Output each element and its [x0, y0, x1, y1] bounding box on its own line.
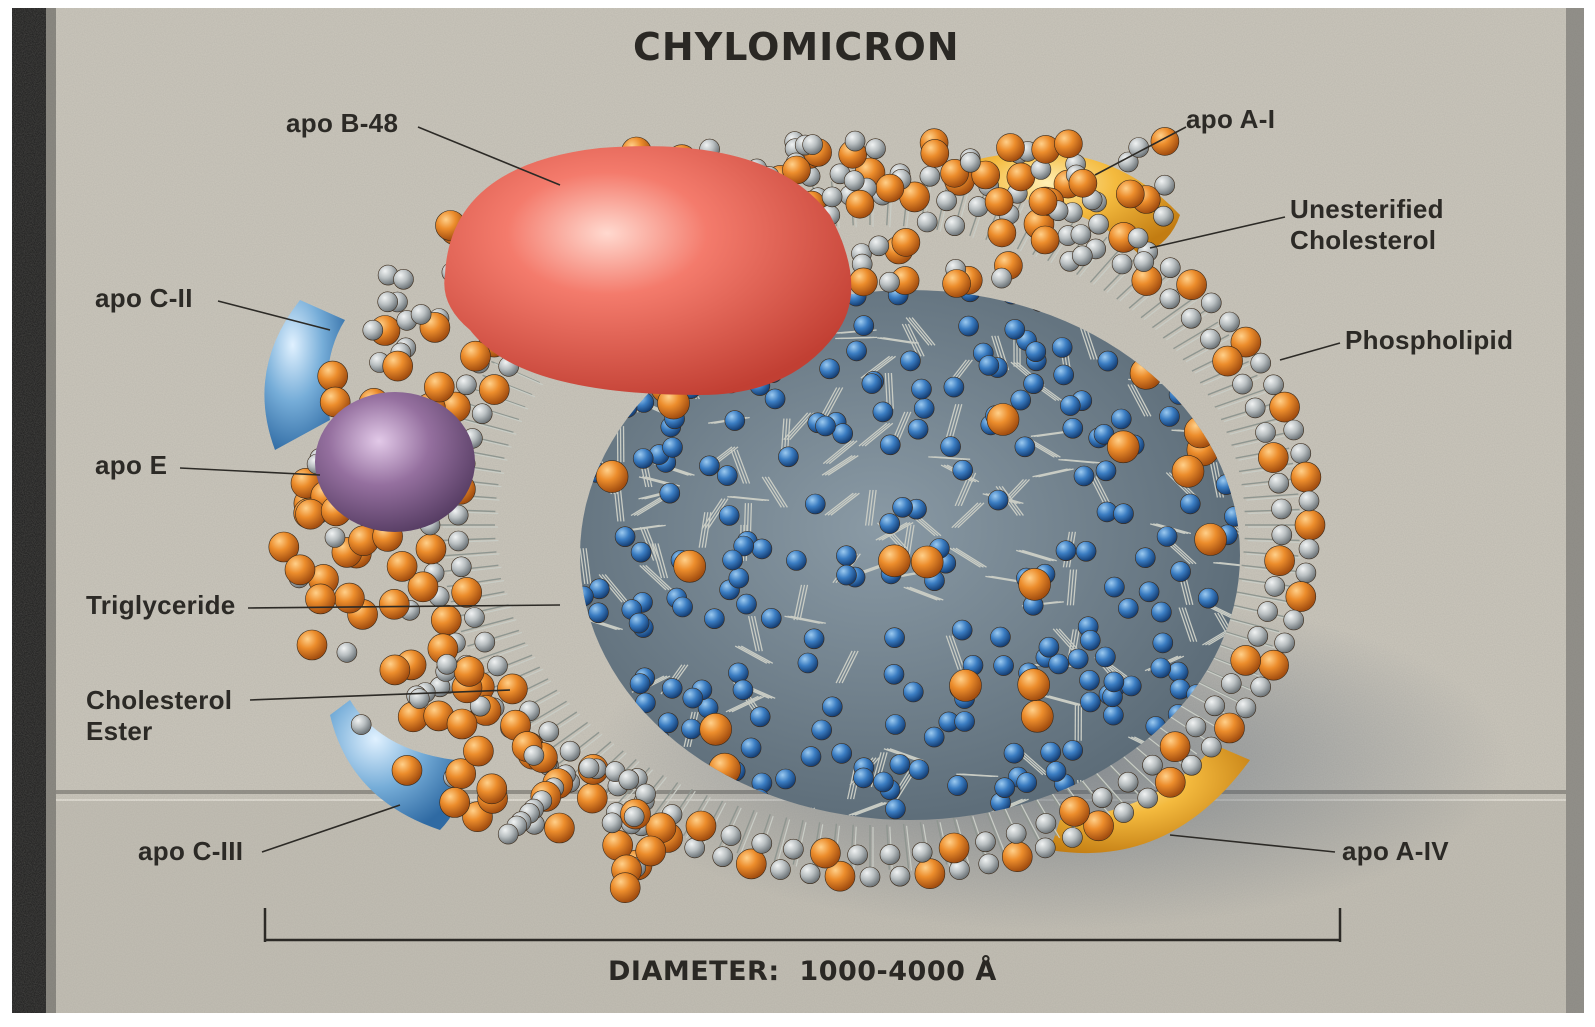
label-phospholipid: Phospholipid: [1345, 325, 1513, 356]
label-apo-c2: apo C-II: [95, 283, 193, 314]
label-apo-e: apo E: [95, 450, 167, 481]
label-unesterified-cholesterol: Unesterified Cholesterol: [1290, 194, 1444, 256]
label-cholesterol-ester: Cholesterol Ester: [86, 685, 232, 747]
label-apo-a1: apo A-I: [1186, 104, 1275, 135]
diagram-title: CHYLOMICRON: [633, 25, 960, 69]
apo-e-protein: [315, 392, 475, 532]
label-apo-a4: apo A-IV: [1342, 836, 1449, 867]
label-apo-c3: apo C-III: [138, 836, 243, 867]
label-apo-b48: apo B-48: [286, 108, 398, 139]
apo-b48-protein: [444, 146, 851, 395]
diameter-caption: DIAMETER: 1000-4000 Å: [608, 956, 997, 987]
label-triglyceride: Triglyceride: [86, 590, 236, 621]
